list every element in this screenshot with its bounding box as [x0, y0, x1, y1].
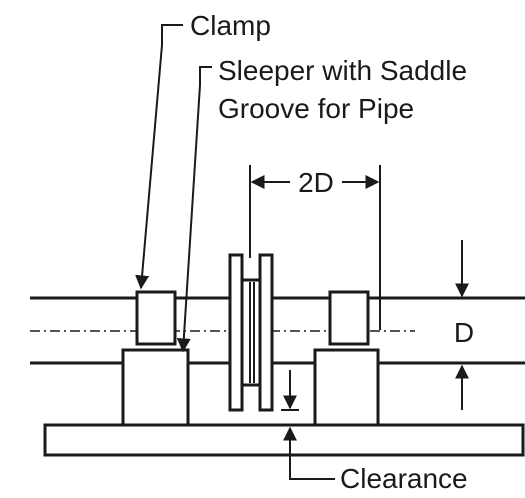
- sleeper-leader: [176, 66, 212, 353]
- sleeper-label-line1: Sleeper with Saddle: [218, 55, 467, 86]
- left-clamp: [135, 290, 177, 346]
- clamp-label: Clamp: [190, 10, 271, 41]
- right-clamp: [328, 290, 370, 346]
- clearance-leader: [283, 426, 335, 480]
- diameter-label: D: [454, 317, 474, 348]
- sleeper-label-line2: Groove for Pipe: [218, 93, 414, 124]
- left-sleeper: [121, 348, 190, 427]
- spacing-label: 2D: [298, 167, 334, 198]
- flange-assembly: [228, 253, 274, 412]
- clamp-leader: [135, 24, 183, 290]
- clearance-label: Clearance: [340, 463, 468, 494]
- right-sleeper: [313, 348, 380, 427]
- base-slab: [43, 423, 525, 457]
